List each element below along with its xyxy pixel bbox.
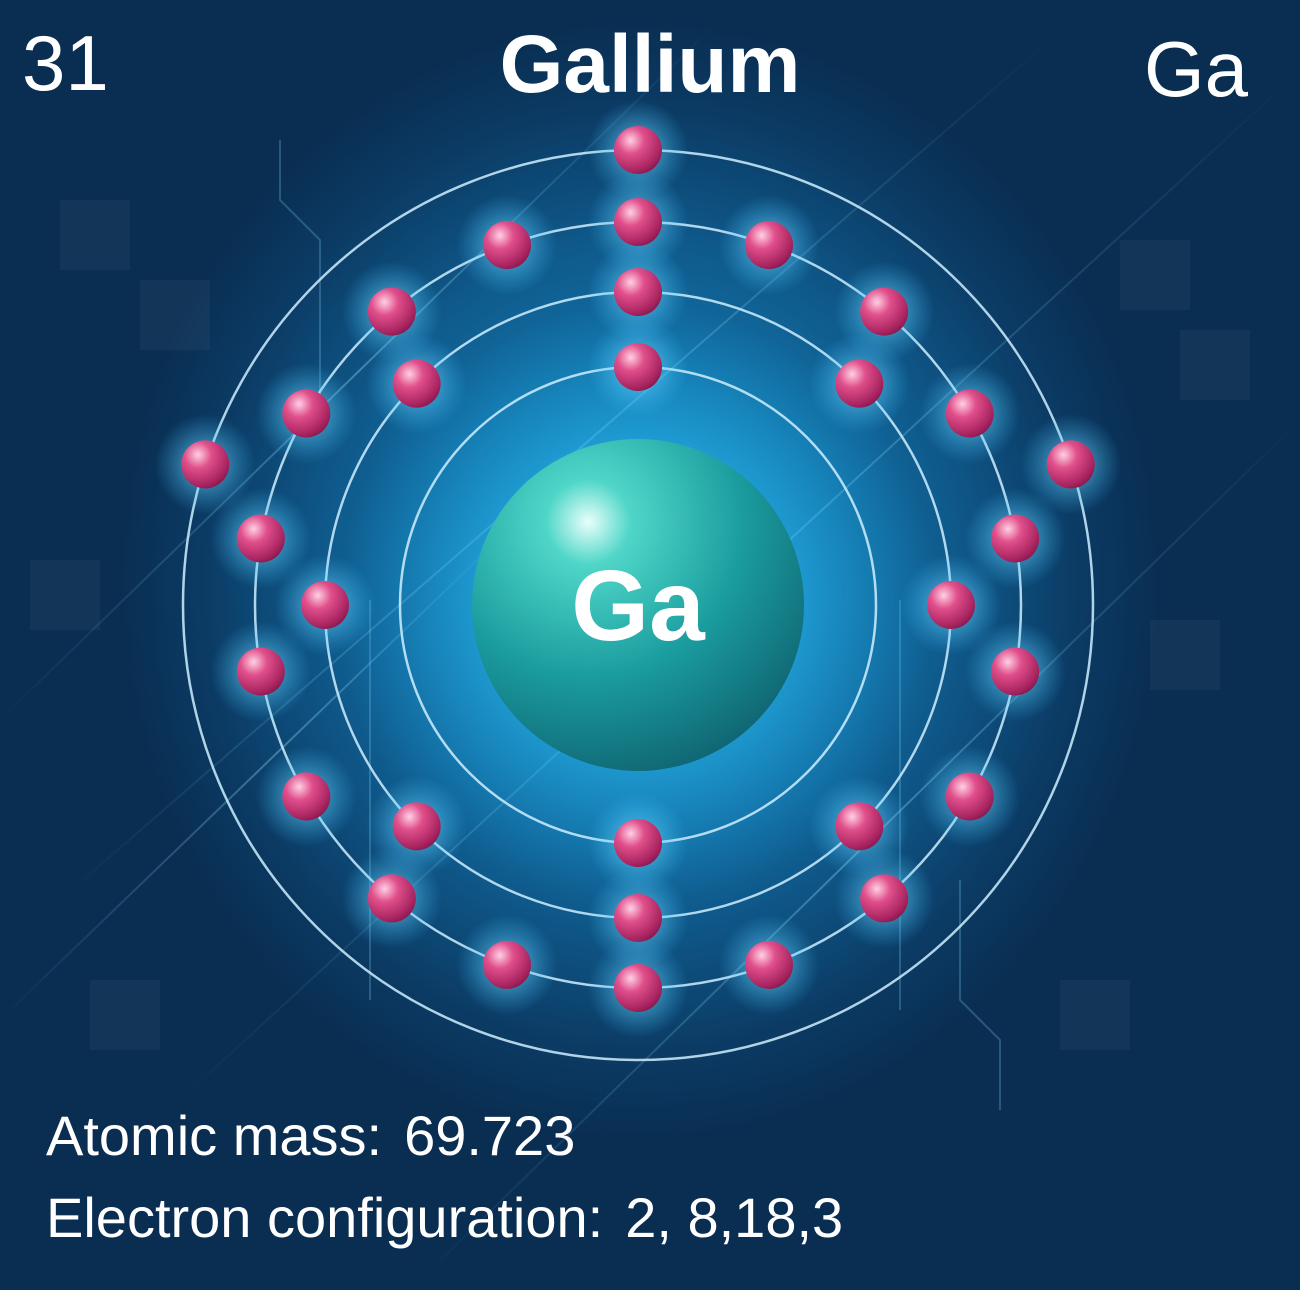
element-name: Gallium xyxy=(499,19,801,110)
electron xyxy=(991,514,1040,563)
electron-shell-3 xyxy=(210,171,1066,1039)
electron-shell-4 xyxy=(154,99,1122,515)
electron-shell-1 xyxy=(587,316,689,894)
electron xyxy=(282,389,331,438)
electron xyxy=(181,440,230,489)
electron xyxy=(236,647,285,696)
nucleus xyxy=(472,439,804,771)
electron xyxy=(744,221,793,270)
electron xyxy=(860,874,909,923)
electron xyxy=(282,772,331,821)
atomic-mass-label: Atomic mass: xyxy=(46,1104,383,1167)
element-symbol: Ga xyxy=(1143,25,1248,113)
electron xyxy=(614,894,662,942)
electron xyxy=(614,343,662,391)
electron xyxy=(1046,440,1095,489)
atomic-mass-value: 69.723 xyxy=(404,1104,576,1167)
atomic-mass-row: Atomic mass:69.723 xyxy=(46,1108,575,1164)
electron-group xyxy=(154,99,1122,1039)
electron xyxy=(483,940,532,989)
atomic-number: 31 xyxy=(22,19,109,107)
electron xyxy=(367,874,416,923)
electron xyxy=(483,221,532,270)
electron-configuration-value: 2, 8,18,3 xyxy=(625,1186,844,1249)
electron xyxy=(392,359,441,408)
electron xyxy=(945,389,994,438)
electron xyxy=(835,359,884,408)
electron xyxy=(927,581,975,629)
electron xyxy=(392,802,441,851)
electron xyxy=(614,268,662,316)
electron xyxy=(835,802,884,851)
electron xyxy=(614,126,662,174)
electron xyxy=(744,940,793,989)
electron xyxy=(860,287,909,336)
electron xyxy=(236,514,285,563)
electron xyxy=(991,647,1040,696)
electron xyxy=(614,819,662,867)
electron-configuration-label: Electron configuration: xyxy=(46,1186,604,1249)
electron xyxy=(945,772,994,821)
electron xyxy=(614,964,662,1012)
electron-shell-2 xyxy=(274,241,1002,969)
electron xyxy=(367,287,416,336)
electron-configuration-row: Electron configuration:2, 8,18,3 xyxy=(46,1190,843,1246)
electron xyxy=(614,198,662,246)
nucleus-label: Ga xyxy=(571,550,706,662)
electron xyxy=(301,581,349,629)
